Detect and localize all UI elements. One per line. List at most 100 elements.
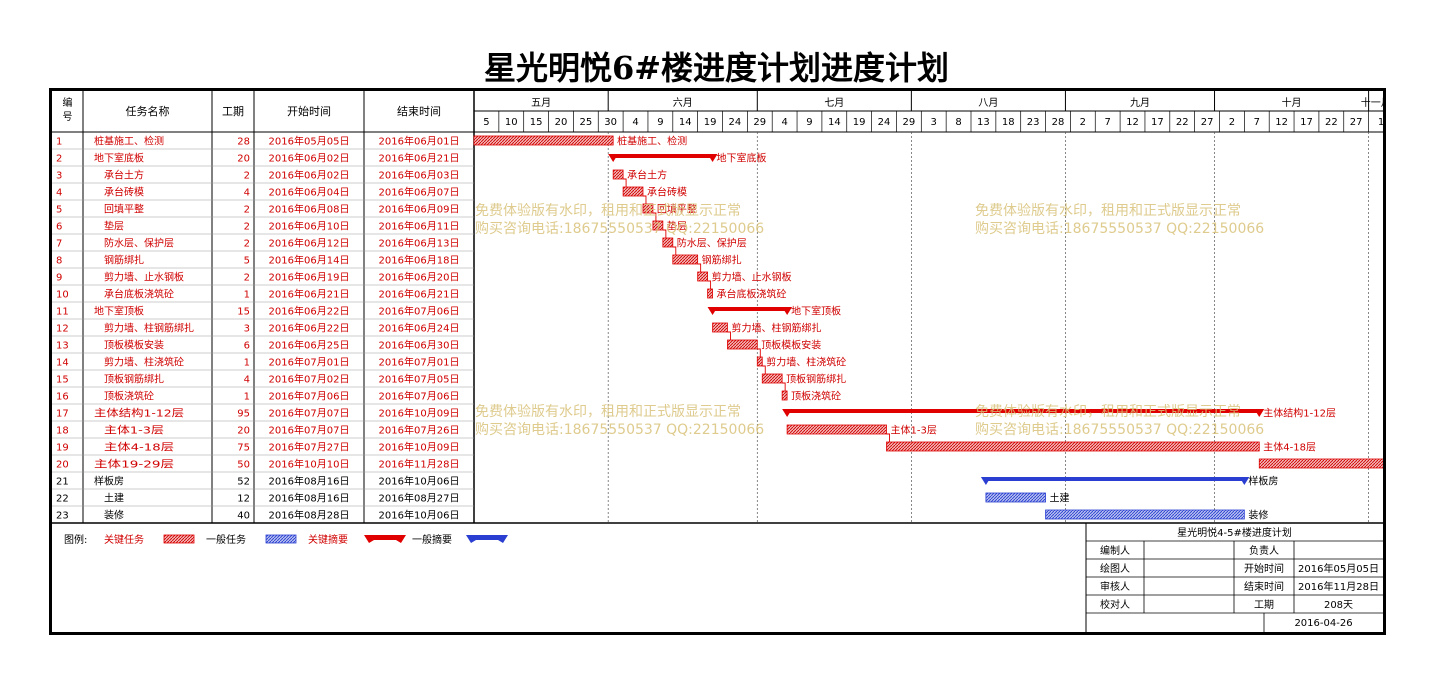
task-bar — [612, 169, 624, 180]
task-bar — [781, 390, 788, 401]
task-bar — [652, 220, 664, 231]
task-bar — [707, 288, 713, 299]
task-id: 1 — [56, 137, 62, 148]
day-tick-label: 27 — [1350, 117, 1363, 128]
task-bar — [697, 271, 708, 282]
gantt-frame: 编号任务名称工期开始时间结束时间五月六月七月八月九月十月十一月十二月510152… — [49, 88, 1386, 635]
task-bar — [712, 322, 728, 333]
task-name: 回填平整 — [104, 203, 144, 216]
bar-label: 承台土方 — [627, 169, 667, 182]
summary-bar — [613, 154, 713, 158]
summary-end-marker — [1254, 409, 1265, 417]
info-drawer-label: 绘图人 — [1100, 562, 1130, 575]
task-bar — [1258, 458, 1383, 469]
task-id: 7 — [56, 239, 62, 250]
bar-label: 承台底板浇筑砼 — [717, 288, 787, 301]
day-tick-label: 9 — [806, 117, 812, 128]
task-duration: 1 — [244, 358, 250, 369]
header-end: 结束时间 — [397, 105, 441, 118]
day-tick-label: 8 — [955, 117, 961, 128]
task-end: 2016年10月09日 — [379, 407, 460, 420]
task-name: 主体1-3层 — [104, 425, 164, 437]
legend-critical-task-swatch — [163, 534, 195, 544]
task-duration: 2 — [244, 222, 250, 233]
bar-label: 剪力墙、止水钢板 — [712, 271, 792, 284]
day-tick-label: 18 — [1002, 117, 1015, 128]
dependency-arrow — [727, 331, 731, 340]
task-id: 18 — [56, 426, 69, 437]
task-duration: 50 — [237, 460, 250, 471]
dependency-arrow — [623, 178, 627, 187]
day-tick-label: 2 — [1229, 117, 1235, 128]
info-end-label: 结束时间 — [1244, 580, 1284, 593]
day-tick-label: 22 — [1176, 117, 1189, 128]
task-end: 2016年11月28日 — [379, 458, 460, 471]
task-duration: 20 — [237, 154, 250, 165]
bar-label: 桩基施工、检测 — [617, 135, 687, 148]
task-start: 2016年08月16日 — [269, 475, 350, 488]
task-end: 2016年06月09日 — [379, 203, 460, 216]
bar-label: 样板房 — [1248, 475, 1278, 488]
day-tick-label: 22 — [1325, 117, 1338, 128]
task-start: 2016年07月27日 — [269, 441, 350, 454]
task-bar — [672, 254, 699, 265]
dependency-arrow — [652, 212, 657, 221]
task-duration: 1 — [244, 290, 250, 301]
info-reviewer-label: 审核人 — [1100, 580, 1130, 593]
task-bar — [985, 492, 1046, 503]
bar-label: 回填平整 — [657, 203, 697, 216]
task-end: 2016年06月20日 — [379, 271, 460, 284]
header-name: 任务名称 — [126, 104, 170, 118]
task-end: 2016年06月30日 — [379, 339, 460, 352]
task-id: 8 — [56, 256, 62, 267]
task-bar — [642, 203, 654, 214]
day-tick-label: 19 — [704, 117, 717, 128]
task-duration: 40 — [237, 511, 250, 522]
legend-normal-task-label: 一般任务 — [206, 533, 246, 546]
dependency-arrow — [697, 263, 702, 272]
day-tick-label: 15 — [530, 117, 543, 128]
day-tick-label: 29 — [753, 117, 766, 128]
task-duration: 28 — [237, 137, 250, 148]
bar-label: 顶板模板安装 — [761, 339, 821, 352]
task-bar — [761, 373, 783, 384]
month-label: 五月 — [531, 97, 551, 109]
task-name: 垫层 — [104, 220, 124, 233]
day-tick-label: 13 — [977, 117, 990, 128]
dependency-arrow — [782, 382, 786, 391]
task-bar — [622, 186, 644, 197]
task-end: 2016年07月26日 — [379, 424, 460, 437]
task-bar — [662, 237, 674, 248]
day-tick-label: 5 — [483, 117, 489, 128]
task-id: 4 — [56, 188, 62, 199]
task-duration: 2 — [244, 205, 250, 216]
task-start: 2016年06月08日 — [269, 203, 350, 216]
task-id: 17 — [56, 409, 69, 420]
summary-start-marker — [707, 307, 718, 315]
task-duration: 2 — [244, 273, 250, 284]
info-editor-label: 编制人 — [1100, 544, 1130, 557]
dependency-arrow — [886, 433, 890, 442]
task-duration: 4 — [244, 375, 250, 386]
day-tick-label: 9 — [657, 117, 663, 128]
day-tick-label: 29 — [903, 117, 916, 128]
task-start: 2016年06月22日 — [269, 305, 350, 318]
task-start: 2016年05月05日 — [269, 135, 350, 148]
task-id: 15 — [56, 375, 69, 386]
task-end: 2016年07月05日 — [379, 373, 460, 386]
task-name: 桩基施工、检测 — [94, 135, 164, 148]
day-tick-label: 10 — [505, 117, 518, 128]
day-tick-label: 17 — [1300, 117, 1313, 128]
task-id: 20 — [56, 460, 69, 471]
task-duration: 20 — [237, 426, 250, 437]
day-tick-label: 14 — [679, 117, 692, 128]
day-tick-label: 28 — [1052, 117, 1065, 128]
summary-bar — [712, 307, 788, 311]
month-label: 七月 — [824, 97, 844, 109]
info-box-title: 星光明悦4-5#楼进度计划 — [1177, 526, 1292, 539]
task-name: 承台底板浇筑砼 — [104, 288, 174, 301]
summary-start-marker — [980, 477, 991, 485]
month-label: 六月 — [673, 97, 693, 109]
task-end: 2016年10月06日 — [379, 475, 460, 488]
legend-normal-summary-label: 一般摘要 — [412, 533, 452, 546]
